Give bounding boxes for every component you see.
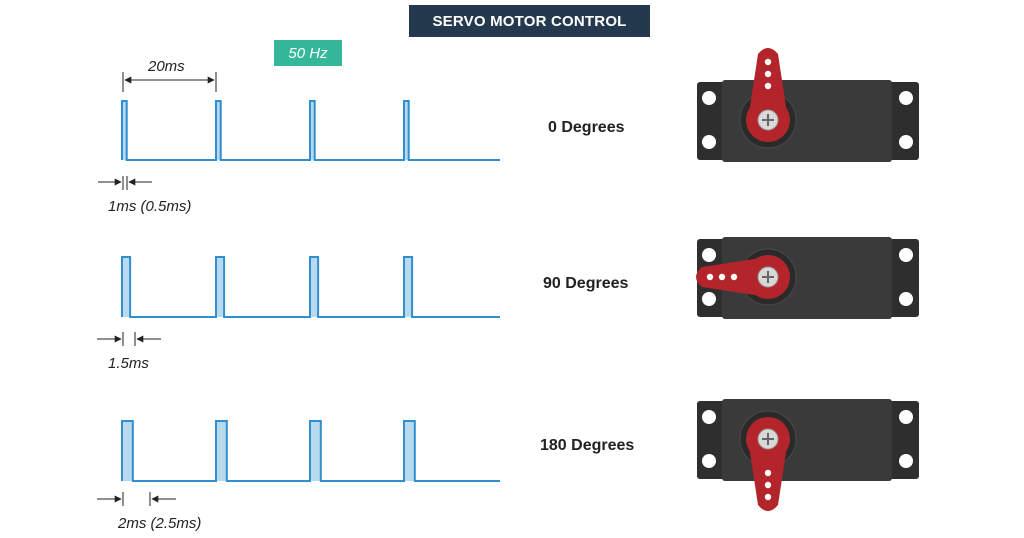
horn-hole <box>706 273 714 281</box>
horn-hole <box>764 58 772 66</box>
pulse-width-label-row-2: 1.5ms <box>108 355 149 372</box>
pulse-1 <box>122 101 127 160</box>
horn-hole <box>764 82 772 90</box>
signal-line <box>121 100 500 161</box>
pulse-width-label-row-3: 2ms (2.5ms) <box>118 515 202 532</box>
pulse-dimension-row-1 <box>98 176 152 190</box>
pulse-3 <box>310 421 321 481</box>
position-label-row-2: 90 Degrees <box>543 275 629 292</box>
mounting-hole <box>702 410 716 424</box>
pulse-3 <box>310 257 319 317</box>
diagram-title: SERVO MOTOR CONTROL <box>409 5 650 37</box>
period-label: 20ms <box>148 58 185 75</box>
pulse-width-label-row-1: 1ms (0.5ms) <box>108 198 192 215</box>
horn-hole <box>730 273 738 281</box>
pulse-4 <box>404 421 415 481</box>
pulse-dimension-row-2 <box>97 332 161 346</box>
horn-hole <box>764 493 772 501</box>
screw-slot <box>762 114 774 126</box>
pulse-1 <box>122 421 133 481</box>
servo-illustrations <box>696 48 919 511</box>
period-dimension <box>122 72 217 92</box>
mounting-hole <box>899 135 913 149</box>
pulse-2 <box>216 101 221 160</box>
horn-hole <box>764 481 772 489</box>
servo-motor-2 <box>696 237 919 319</box>
pulse-4 <box>404 257 413 317</box>
mounting-hole <box>702 454 716 468</box>
mounting-hole <box>899 91 913 105</box>
mounting-hole <box>899 248 913 262</box>
mounting-hole <box>899 454 913 468</box>
waveform-row-1 <box>121 100 500 161</box>
pulse-3 <box>310 101 315 160</box>
pulse-2 <box>216 257 225 317</box>
screw-slot <box>762 271 774 283</box>
horn-hole <box>764 70 772 78</box>
servo-motor-3 <box>697 399 919 511</box>
mounting-hole <box>702 292 716 306</box>
mounting-hole <box>899 292 913 306</box>
pulse-4 <box>404 101 409 160</box>
signal-line <box>121 256 500 318</box>
screw-slot <box>762 433 774 445</box>
signal-line <box>121 420 500 482</box>
pulse-dimension-row-3 <box>97 492 176 506</box>
waveforms <box>121 100 500 482</box>
mounting-hole <box>702 248 716 262</box>
servo-motor-1 <box>697 48 919 162</box>
waveform-row-2 <box>121 256 500 318</box>
pulse-1 <box>122 257 131 317</box>
position-label-row-1: 0 Degrees <box>548 119 625 136</box>
pulse-2 <box>216 421 227 481</box>
mounting-hole <box>702 135 716 149</box>
horn-hole <box>764 469 772 477</box>
position-label-row-3: 180 Degrees <box>540 437 635 454</box>
mounting-hole <box>899 410 913 424</box>
frequency-badge: 50 Hz <box>274 40 342 66</box>
horn-hole <box>718 273 726 281</box>
mounting-hole <box>702 91 716 105</box>
waveform-row-3 <box>121 420 500 482</box>
